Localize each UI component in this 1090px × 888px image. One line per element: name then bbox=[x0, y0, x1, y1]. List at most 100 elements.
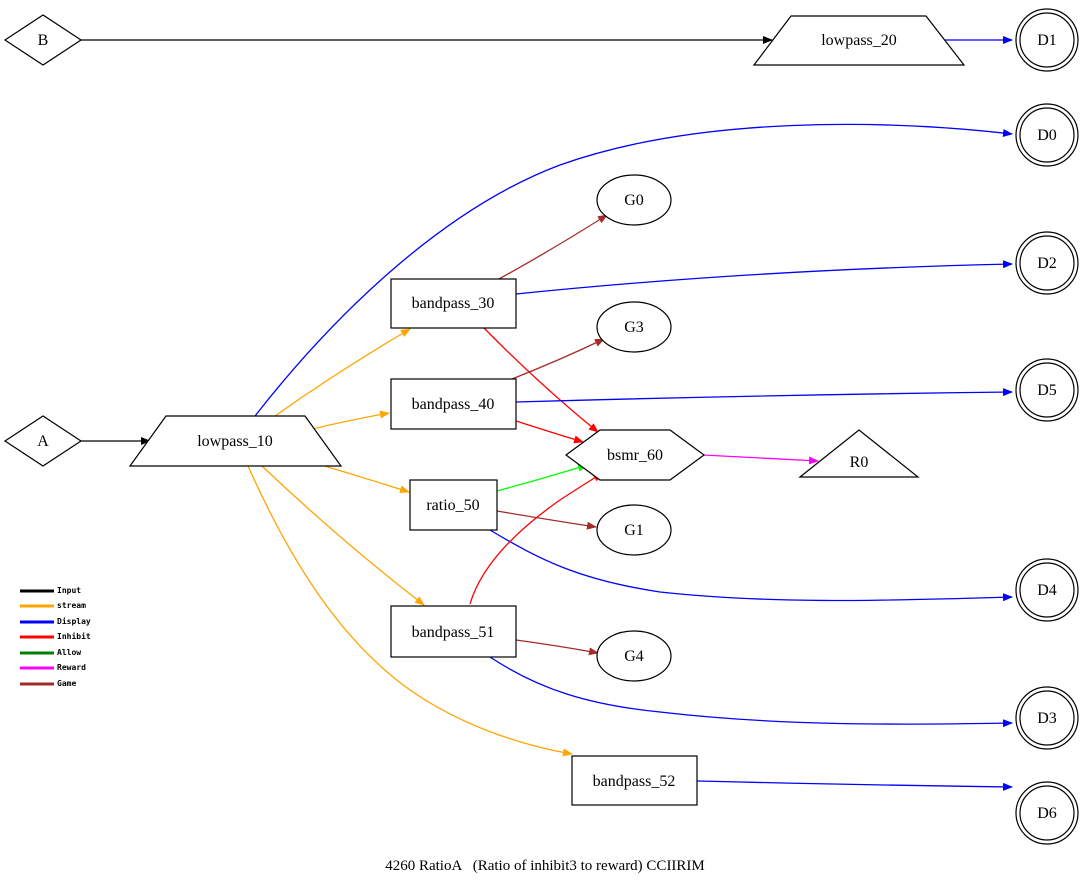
node-g3-shape bbox=[596, 301, 672, 353]
legend-item-stream: stream bbox=[20, 601, 86, 610]
legend-item-input: Input bbox=[20, 586, 81, 595]
edge-bandpass-30-g0 bbox=[498, 214, 608, 280]
node-g0-shape bbox=[596, 174, 672, 226]
edge-lowpass-10-d0 bbox=[254, 123, 1013, 417]
node-r0: R0 bbox=[798, 429, 920, 478]
node-ratio-50-label: ratio_50 bbox=[426, 497, 479, 514]
node-g1: G1 bbox=[596, 504, 672, 556]
node-r0-shape bbox=[798, 429, 920, 478]
edge-bandpass-51-g4 bbox=[515, 639, 599, 656]
edge-bandpass-30-d2 bbox=[515, 260, 1013, 295]
node-d4: D4 bbox=[1015, 558, 1079, 622]
node-b-shape bbox=[3, 14, 83, 66]
legend-label-reward: Reward bbox=[57, 663, 86, 672]
edges bbox=[80, 36, 1013, 791]
legend-item-game: Game bbox=[20, 679, 76, 688]
legend-item-display: Display bbox=[20, 616, 91, 626]
node-bsmr-60: bsmr_60 bbox=[564, 429, 706, 481]
node-g0-label: G0 bbox=[624, 192, 644, 209]
node-d5-label: D5 bbox=[1037, 382, 1057, 399]
node-lowpass-20-label: lowpass_20 bbox=[821, 32, 897, 49]
node-d6: D6 bbox=[1015, 781, 1079, 845]
node-ratio-50: ratio_50 bbox=[409, 479, 498, 531]
legend-label-inhibit: Inhibit bbox=[57, 631, 91, 641]
node-d4-inner bbox=[1019, 562, 1075, 618]
node-bandpass-40-shape bbox=[390, 378, 517, 430]
legend-item-inhibit: Inhibit bbox=[20, 631, 91, 641]
node-g3-label: G3 bbox=[624, 319, 644, 336]
node-bandpass-51-label: bandpass_51 bbox=[412, 624, 495, 641]
legend-item-allow: Allow bbox=[20, 648, 81, 657]
edge-lowpass-10-bandpass-51 bbox=[261, 465, 425, 606]
legend-label-stream: stream bbox=[57, 601, 86, 610]
node-d5-inner bbox=[1019, 362, 1075, 418]
legend-label-display: Display bbox=[57, 616, 91, 626]
node-g3: G3 bbox=[596, 301, 672, 353]
node-d4-label: D4 bbox=[1037, 582, 1057, 599]
node-g1-shape bbox=[596, 504, 672, 556]
edge-lowpass-10-ratio-50 bbox=[317, 463, 410, 494]
node-b: B bbox=[3, 14, 83, 66]
node-d0-label: D0 bbox=[1037, 127, 1057, 144]
node-bandpass-30-shape bbox=[390, 278, 517, 329]
edge-ratio-50-bsmr-60 bbox=[496, 463, 588, 492]
node-bandpass-30: bandpass_30 bbox=[390, 278, 517, 329]
node-d1-label: D1 bbox=[1037, 32, 1057, 49]
edge-lowpass-10-bandpass-30 bbox=[274, 328, 411, 417]
nodes: B A lowpass_20 lowpass_10 bandpass_30 ba… bbox=[3, 8, 1079, 845]
node-d1-inner bbox=[1019, 12, 1075, 68]
edge-bandpass-40-d5 bbox=[515, 388, 1013, 403]
node-b-label: B bbox=[38, 32, 49, 49]
node-lowpass-20: lowpass_20 bbox=[752, 15, 966, 66]
node-g0: G0 bbox=[596, 174, 672, 226]
edge-ratio-50-d4 bbox=[489, 529, 1013, 602]
node-lowpass-10-label: lowpass_10 bbox=[197, 433, 273, 450]
edge-bandpass-40-g3 bbox=[511, 338, 605, 380]
node-g4: G4 bbox=[596, 630, 672, 682]
node-bandpass-52-label: bandpass_52 bbox=[593, 773, 676, 790]
node-g4-shape bbox=[596, 630, 672, 682]
node-bsmr-60-shape bbox=[564, 429, 706, 481]
edge-bandpass-30-bsmr-60 bbox=[483, 327, 599, 433]
node-bandpass-30-label: bandpass_30 bbox=[412, 295, 495, 312]
edge-lowpass-10-bandpass-40 bbox=[307, 410, 390, 431]
edge-bandpass-51-d3 bbox=[489, 656, 1013, 728]
node-d0: D0 bbox=[1015, 103, 1079, 167]
node-d0-inner bbox=[1019, 107, 1075, 163]
legend-label-game: Game bbox=[57, 679, 76, 688]
node-d2: D2 bbox=[1015, 231, 1079, 295]
node-a: A bbox=[3, 415, 83, 467]
node-d2-label: D2 bbox=[1037, 255, 1057, 272]
node-lowpass-10: lowpass_10 bbox=[128, 415, 343, 467]
node-d5: D5 bbox=[1015, 358, 1079, 422]
node-bsmr-60-label: bsmr_60 bbox=[607, 447, 663, 464]
node-a-shape bbox=[3, 415, 83, 467]
edge-bandpass-40-bsmr-60 bbox=[515, 420, 584, 444]
edge-bandpass-52-d6 bbox=[696, 780, 1013, 791]
node-g4-label: G4 bbox=[624, 648, 644, 665]
node-a-label: A bbox=[37, 433, 49, 450]
legend-label-input: Input bbox=[57, 586, 81, 595]
node-bandpass-40: bandpass_40 bbox=[390, 378, 517, 430]
edge-bandpass-51-bsmr-60 bbox=[469, 472, 603, 605]
node-bandpass-40-label: bandpass_40 bbox=[412, 396, 495, 413]
legend-label-allow: Allow bbox=[57, 648, 81, 657]
node-bandpass-52-shape bbox=[571, 755, 698, 806]
node-d3-inner bbox=[1019, 690, 1075, 746]
node-d3-label: D3 bbox=[1037, 710, 1057, 727]
node-lowpass-10-shape bbox=[128, 415, 343, 467]
legend: Input stream Display Inhibit Allow Rewar… bbox=[20, 586, 91, 688]
node-bandpass-51: bandpass_51 bbox=[390, 605, 517, 658]
legend-item-reward: Reward bbox=[20, 663, 86, 672]
node-d2-inner bbox=[1019, 235, 1075, 291]
node-ratio-50-shape bbox=[409, 479, 498, 531]
node-g1-label: G1 bbox=[624, 522, 644, 539]
node-d3: D3 bbox=[1015, 686, 1079, 750]
edge-lowpass-10-bandpass-52 bbox=[247, 465, 573, 757]
node-lowpass-20-shape bbox=[752, 15, 966, 66]
node-bandpass-52: bandpass_52 bbox=[571, 755, 698, 806]
node-r0-label: R0 bbox=[850, 454, 869, 471]
edge-ratio-50-g1 bbox=[496, 510, 597, 530]
